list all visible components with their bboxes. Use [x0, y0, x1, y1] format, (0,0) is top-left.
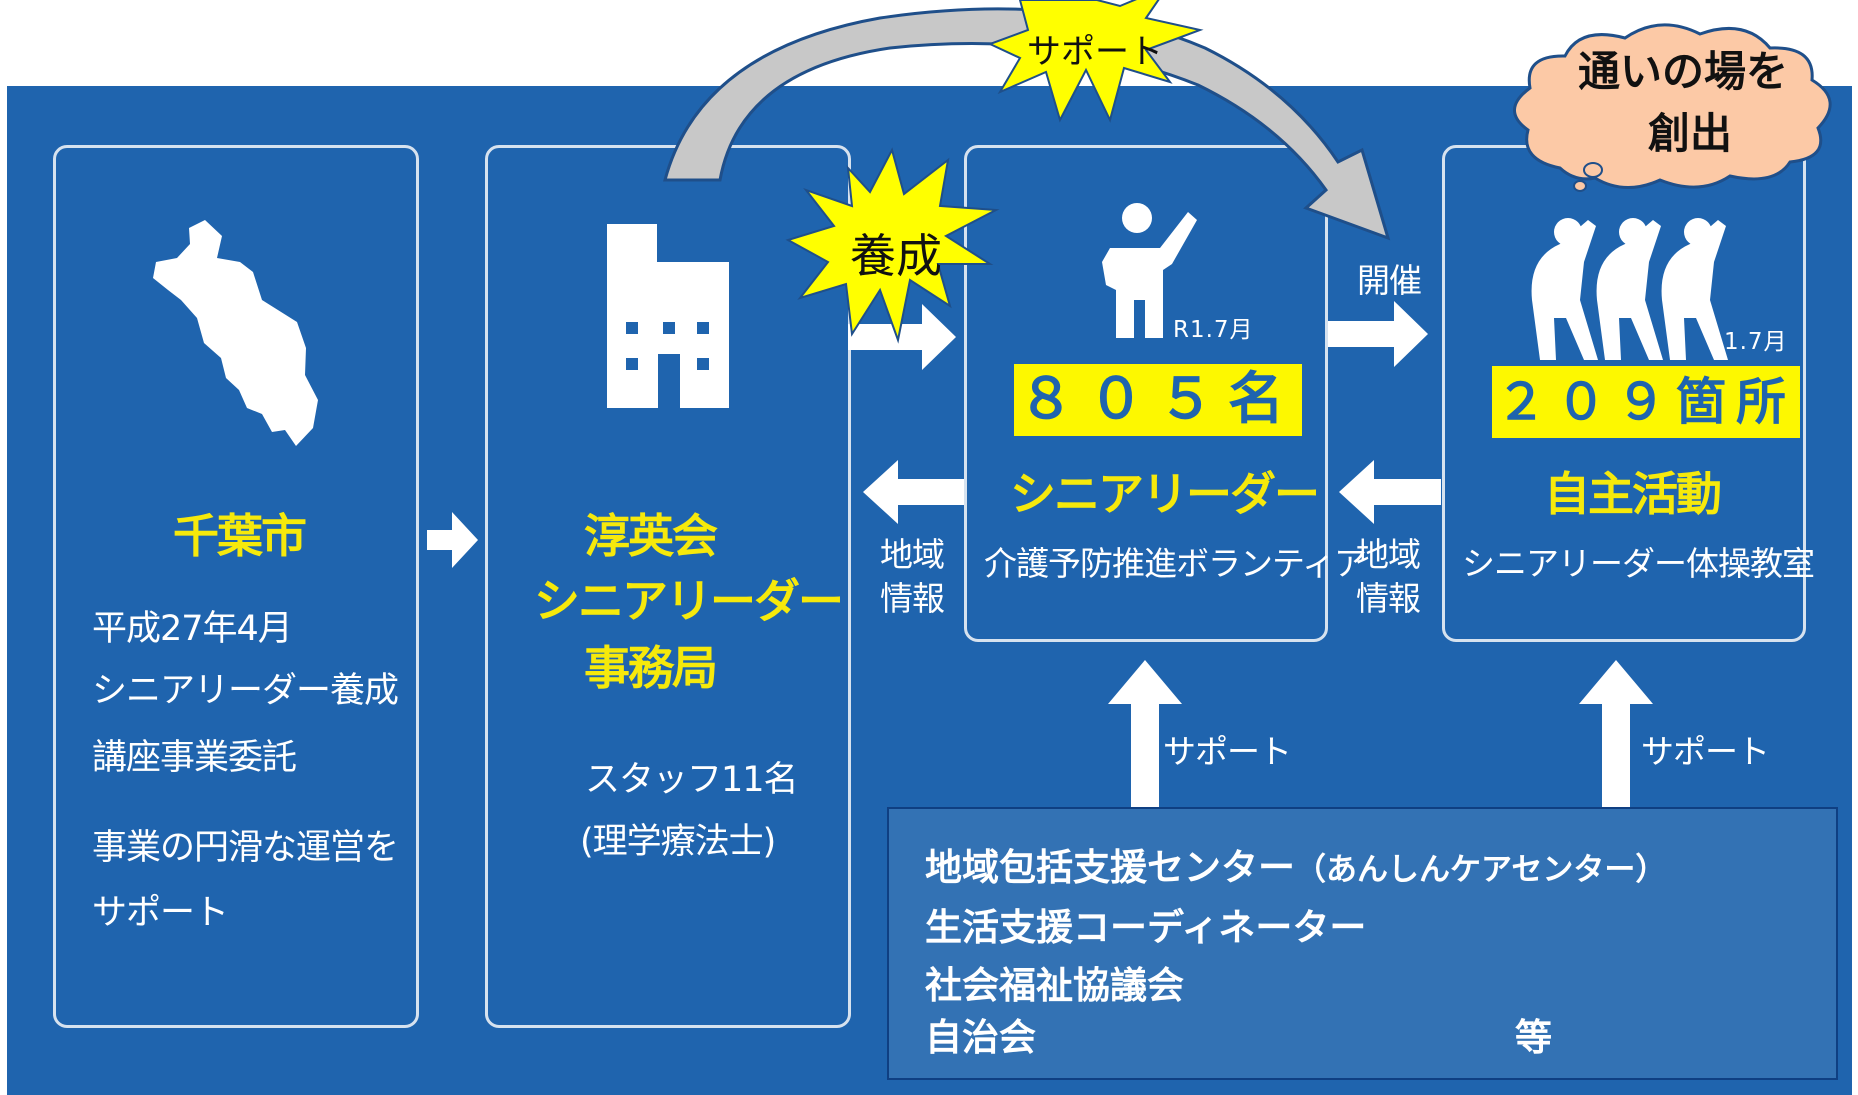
chiba-title: 千葉市	[173, 509, 307, 563]
local-info-right-2: 情報	[1356, 579, 1421, 618]
activity-date: R1.7月	[1707, 329, 1788, 355]
support-org-1-main: 地域包括支援センター	[925, 846, 1295, 889]
speech-bubble-line-2: 創出	[1648, 109, 1733, 158]
support-org-1-sub: （あんしんケアセンター）	[1295, 852, 1667, 888]
support-org-line-3: 社会福祉協議会	[925, 964, 1184, 1007]
chiba-line-5: サポート	[92, 893, 229, 933]
chiba-line-3: 講座事業委託	[92, 738, 297, 778]
office-title-2: シニアリーダー	[534, 574, 844, 628]
chiba-line-1: 平成27年4月	[92, 609, 293, 649]
local-info-left-2: 情報	[880, 579, 945, 618]
speech-bubble-line-1: 通いの場を	[1578, 47, 1789, 96]
leader-subtitle: 介護予防推進ボランティア	[984, 544, 1367, 583]
activity-subtitle: シニアリーダー体操教室	[1462, 544, 1815, 583]
local-info-right-1: 地域	[1356, 535, 1421, 574]
office-staff-note: (理学療法士)	[580, 822, 776, 862]
chiba-line-4: 事業の円滑な運営を	[92, 828, 399, 868]
office-title-1: 淳英会	[584, 509, 718, 563]
office-title-3: 事務局	[584, 641, 718, 695]
support-left-label: サポート	[1163, 732, 1292, 771]
support-org-line-4: 自治会	[925, 1016, 1036, 1059]
leader-title: シニアリーダー	[1010, 467, 1320, 521]
activity-title: 自主活動	[1544, 467, 1722, 521]
support-org-etc: 等	[1515, 1016, 1552, 1059]
activity-count: ２０９箇所	[1492, 366, 1800, 438]
support-right-label: サポート	[1641, 732, 1770, 771]
leader-date: R1.7月	[1173, 317, 1254, 343]
support-org-line-2: 生活支援コーディネーター	[925, 906, 1367, 949]
chiba-line-2: シニアリーダー養成	[92, 671, 399, 711]
support-organizations-box: 地域包括支援センター（あんしんケアセンター） 生活支援コーディネーター 社会福祉…	[887, 807, 1838, 1080]
office-staff: スタッフ11名	[585, 760, 799, 800]
chiba-box	[53, 145, 419, 1028]
leader-count: ８０５名	[1014, 364, 1302, 436]
support-org-line-1: 地域包括支援センター（あんしんケアセンター）	[925, 837, 1666, 891]
hold-label: 開催	[1357, 261, 1422, 300]
local-info-left-1: 地域	[880, 535, 945, 574]
support-starburst-label: サポート	[1027, 32, 1163, 72]
training-starburst-label: 養成	[850, 229, 942, 283]
